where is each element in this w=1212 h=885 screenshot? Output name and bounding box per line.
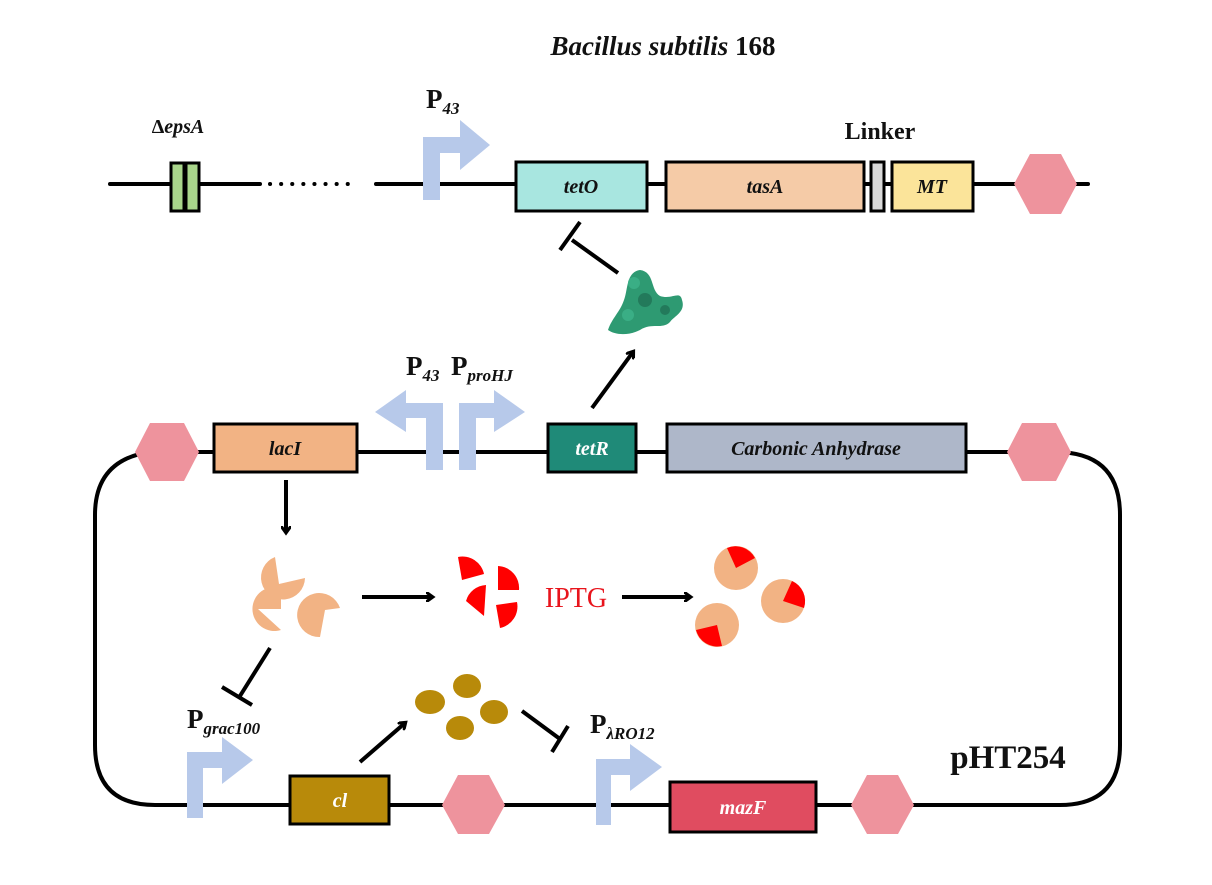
- strain-name: 168: [728, 31, 775, 61]
- gene-tasA: tasA: [664, 160, 866, 213]
- p43-plasmid-promoter-label: P43: [406, 351, 440, 385]
- cI-protein: [446, 716, 474, 740]
- epsA-deletion-marker: [169, 161, 201, 213]
- epsA-deletion-label: ΔepsA: [152, 116, 205, 138]
- cI-protein: [453, 674, 481, 698]
- svg-text:mazF: mazF: [720, 797, 767, 819]
- gene-mazF: mazF: [668, 780, 818, 834]
- linker-segment: [869, 160, 886, 213]
- svg-text:Carbonic Anhydrase: Carbonic Anhydrase: [731, 438, 901, 460]
- gene-lacI: lacI: [212, 422, 359, 474]
- svg-text:tasA: tasA: [747, 176, 784, 198]
- iptg-label: IPTG: [545, 583, 607, 614]
- terminator-icon: [851, 775, 914, 834]
- svg-text:MT: MT: [916, 176, 948, 198]
- cI-protein-group-icon: [415, 674, 508, 740]
- gene-carbonic-anhydrase: Carbonic Anhydrase: [665, 422, 968, 474]
- terminator-icon: [442, 775, 505, 834]
- lacI-protein: [297, 593, 340, 638]
- p43-promoter-arrow-icon: [423, 120, 490, 200]
- p43-promoter-arrow-left-icon: [375, 390, 443, 470]
- cI-protein: [480, 700, 508, 724]
- plasmid-backbone: [93, 450, 1122, 807]
- svg-text:tetR: tetR: [575, 438, 608, 460]
- lacI-iptg-complex: [695, 603, 739, 647]
- plasmid-name-label: pHT254: [950, 740, 1066, 776]
- gene-tetO: tetO: [514, 160, 649, 213]
- lambda-promoter-label: PλRO12: [590, 709, 655, 743]
- lambda-promoter-arrow-icon: [596, 744, 662, 825]
- cI-expression-arrow: [358, 723, 405, 764]
- tetR-repression-inhibitor: [558, 220, 620, 275]
- grac100-promoter-label: Pgrac100: [187, 704, 261, 738]
- chromosome-track: ΔepsA P43 tetO tasA Linker MT: [108, 84, 1090, 214]
- cI-repression-inhibitor: [520, 709, 570, 754]
- svg-text:lacI: lacI: [269, 438, 302, 460]
- lacI-protein: [252, 587, 281, 632]
- svg-text:cl: cl: [333, 790, 348, 812]
- lacI-iptg-complex: [761, 579, 806, 623]
- grac100-promoter-arrow-icon: [187, 737, 253, 818]
- organism-name: Bacillus subtilis: [549, 31, 728, 61]
- proHJ-promoter-arrow-right-icon: [459, 390, 525, 470]
- gene-tetR: tetR: [546, 422, 638, 474]
- terminator-icon: [1007, 423, 1071, 481]
- lacI-protein-group-icon: [252, 557, 340, 638]
- tetR-protein-icon: [608, 270, 683, 335]
- proHJ-promoter-label: PproHJ: [451, 351, 513, 385]
- gene-MT: MT: [890, 160, 975, 213]
- terminator-icon: [1014, 154, 1077, 214]
- lacI-iptg-complex: [714, 546, 758, 590]
- terminator-icon: [135, 423, 199, 481]
- lacI-iptg-complex-group-icon: [695, 546, 806, 647]
- iptg-fragments-icon: [458, 556, 520, 628]
- linker-label: Linker: [845, 119, 916, 145]
- tetR-expression-arrow: [590, 352, 633, 410]
- svg-text:tetO: tetO: [564, 176, 598, 198]
- diagram-title: Bacillus subtilis 168: [549, 31, 775, 61]
- lacI-repression-inhibitor: [220, 646, 272, 707]
- p43-promoter-label: P43: [426, 84, 460, 118]
- gene-cI: cl: [288, 774, 391, 826]
- cI-protein: [415, 690, 445, 714]
